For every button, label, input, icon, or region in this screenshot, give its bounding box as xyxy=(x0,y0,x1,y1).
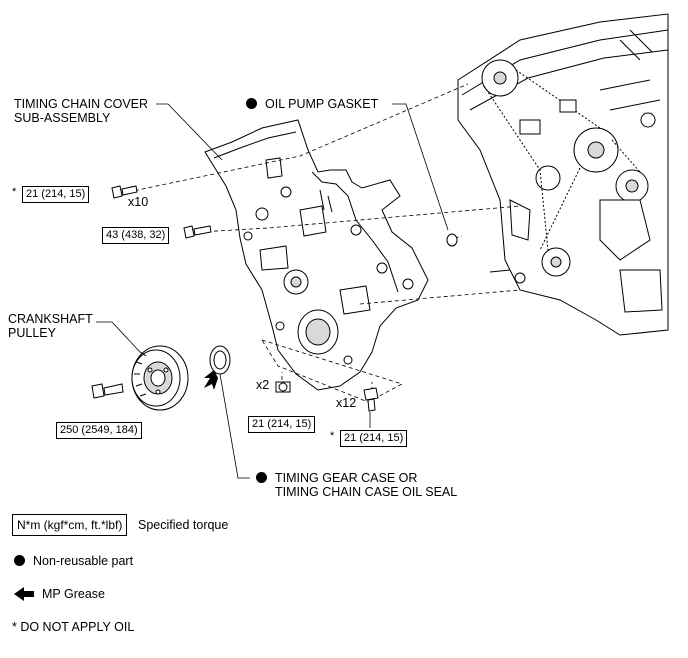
non-reusable-icon xyxy=(14,555,25,566)
oil-pump-gasket xyxy=(446,233,458,247)
left-arrow-icon xyxy=(14,587,24,601)
qty-x10: x10 xyxy=(128,195,149,209)
torque-250: 250 (2549, 184) xyxy=(56,422,142,439)
no-oil-asterisk: * xyxy=(330,430,335,442)
bolt-43 xyxy=(183,225,212,239)
legend-mp-grease: MP Grease xyxy=(14,587,105,601)
oil-seal-label: TIMING GEAR CASE OR TIMING CHAIN CASE OI… xyxy=(256,471,457,499)
torque-21-x10: 21 (214, 15) xyxy=(22,186,90,203)
qty-x2: x2 xyxy=(256,378,270,392)
torque-21-x12: 21 (214, 15) xyxy=(340,430,408,447)
engine-block xyxy=(457,13,669,336)
legend-torque-unit: N*m (kgf*cm, ft.*lbf) xyxy=(12,514,128,536)
legend-non-reusable: Non-reusable part xyxy=(14,554,133,568)
non-reusable-icon xyxy=(256,472,267,483)
torque-43: 43 (438, 32) xyxy=(102,227,170,244)
bolt-x2 xyxy=(275,381,291,393)
bolt-x10 xyxy=(111,185,138,199)
legend-no-oil: * DO NOT APPLY OIL xyxy=(12,620,135,634)
oil-pump-gasket-label: OIL PUMP GASKET xyxy=(246,97,378,111)
timing-chain-cover xyxy=(204,119,429,391)
bolt-x12 xyxy=(363,387,379,412)
crankshaft-pulley-label: CRANKSHAFT PULLEY xyxy=(8,312,93,340)
no-oil-asterisk: * xyxy=(12,186,17,198)
grease-arrow-icon xyxy=(204,370,218,390)
torque-21-x2: 21 (214, 15) xyxy=(248,416,316,433)
oil-seal xyxy=(209,345,231,375)
qty-x12: x12 xyxy=(336,396,357,410)
crankshaft-pulley xyxy=(131,345,189,411)
label-leader-lines xyxy=(96,103,449,479)
bolt-pulley xyxy=(91,383,124,399)
non-reusable-icon xyxy=(246,98,257,109)
legend-torque-text: Specified torque xyxy=(138,518,229,532)
timing-chain-cover-label: TIMING CHAIN COVER SUB-ASSEMBLY xyxy=(14,97,149,125)
